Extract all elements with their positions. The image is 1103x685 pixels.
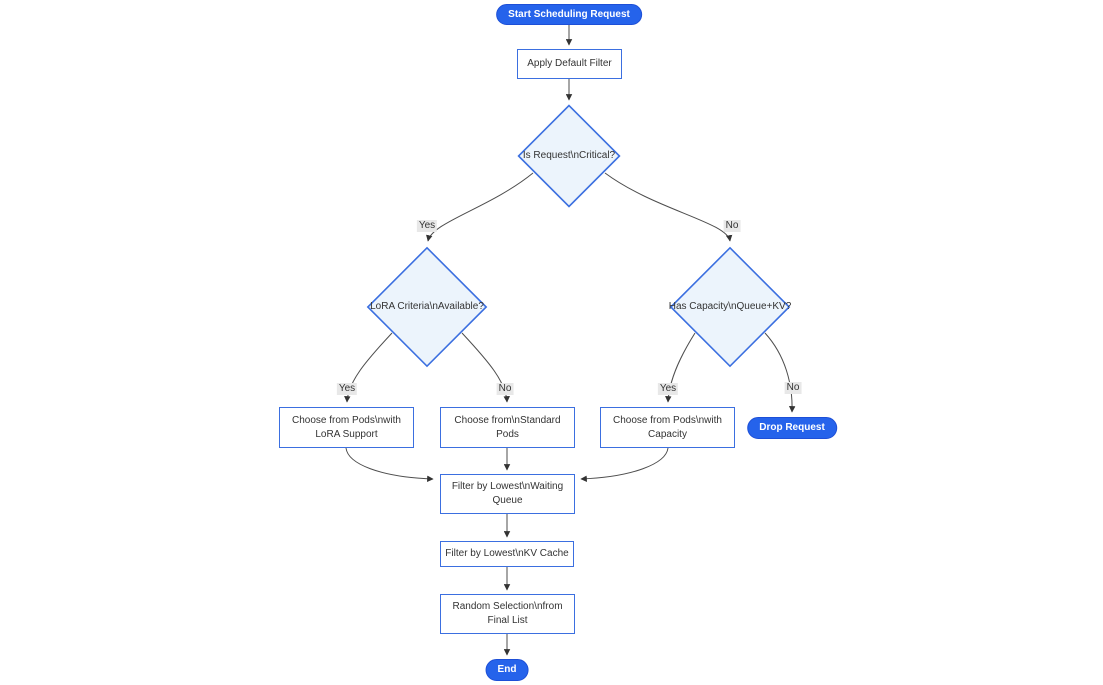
edge-lora-no-to-standard bbox=[461, 332, 510, 403]
node-drop-request: Drop Request bbox=[747, 417, 837, 439]
edge-capacity-yes-to-choose-capacity bbox=[665, 332, 696, 403]
edge-label-capacity-yes: Yes bbox=[657, 383, 679, 395]
node-end: End bbox=[485, 659, 529, 681]
node-choose-pods-lora: Choose from Pods\nwith LoRA Support bbox=[279, 407, 414, 448]
node-drop-request-label: Drop Request bbox=[759, 422, 825, 433]
node-apply-default-filter-label: Apply Default Filter bbox=[527, 58, 612, 69]
edge-critical-yes-to-lora bbox=[426, 172, 534, 242]
node-filter-kv-cache: Filter by Lowest\nKV Cache bbox=[440, 541, 574, 567]
node-end-label: End bbox=[497, 664, 517, 675]
node-is-request-critical: Is Request\nCritical? bbox=[517, 104, 621, 208]
node-choose-pods-lora-label: Choose from Pods\nwith LoRA Support bbox=[292, 414, 401, 440]
node-random-selection: Random Selection\nfrom Final List bbox=[440, 594, 575, 634]
edge-label-critical-yes: Yes bbox=[416, 220, 438, 232]
node-choose-pods-capacity-label: Choose from Pods\nwith Capacity bbox=[613, 414, 722, 440]
node-has-capacity-queue-kv: Has Capacity\nQueue+KV? bbox=[669, 246, 791, 368]
edge-label-lora-yes: Yes bbox=[336, 383, 358, 395]
decision-diamond-shape bbox=[366, 246, 488, 368]
node-lora-criteria-available: LoRA Criteria\nAvailable? bbox=[366, 246, 488, 368]
node-choose-standard-pods-label: Choose from\nStandard Pods bbox=[454, 414, 561, 440]
edge-label-critical-no: No bbox=[723, 220, 741, 232]
edge-critical-no-to-capacity bbox=[604, 172, 733, 242]
node-choose-pods-capacity: Choose from Pods\nwith Capacity bbox=[600, 407, 735, 448]
node-filter-waiting-queue: Filter by Lowest\nWaiting Queue bbox=[440, 474, 575, 514]
node-random-selection-label: Random Selection\nfrom Final List bbox=[452, 601, 563, 626]
node-lora-criteria-available-label: LoRA Criteria\nAvailable? bbox=[370, 301, 484, 312]
edge-label-capacity-no: No bbox=[784, 382, 802, 394]
node-choose-standard-pods: Choose from\nStandard Pods bbox=[440, 407, 575, 448]
decision-diamond-shape bbox=[517, 104, 621, 208]
node-filter-waiting-queue-label: Filter by Lowest\nWaiting Queue bbox=[451, 481, 564, 506]
node-is-request-critical-label: Is Request\nCritical? bbox=[522, 150, 616, 161]
node-apply-default-filter: Apply Default Filter bbox=[517, 49, 622, 79]
edge-choose-capacity-to-filter-queue bbox=[580, 447, 669, 483]
edge-capacity-no-to-drop bbox=[764, 332, 796, 413]
edge-lora-yes-to-choose-lora bbox=[344, 332, 393, 403]
edge-choose-lora-to-filter-queue bbox=[345, 447, 434, 483]
node-filter-kv-cache-label: Filter by Lowest\nKV Cache bbox=[445, 548, 569, 559]
edge-label-lora-no: No bbox=[496, 383, 514, 395]
node-has-capacity-queue-kv-label: Has Capacity\nQueue+KV? bbox=[668, 301, 792, 312]
node-start-label: Start Scheduling Request bbox=[508, 8, 630, 20]
decision-diamond-shape bbox=[669, 246, 791, 368]
node-start: Start Scheduling Request bbox=[496, 4, 642, 25]
